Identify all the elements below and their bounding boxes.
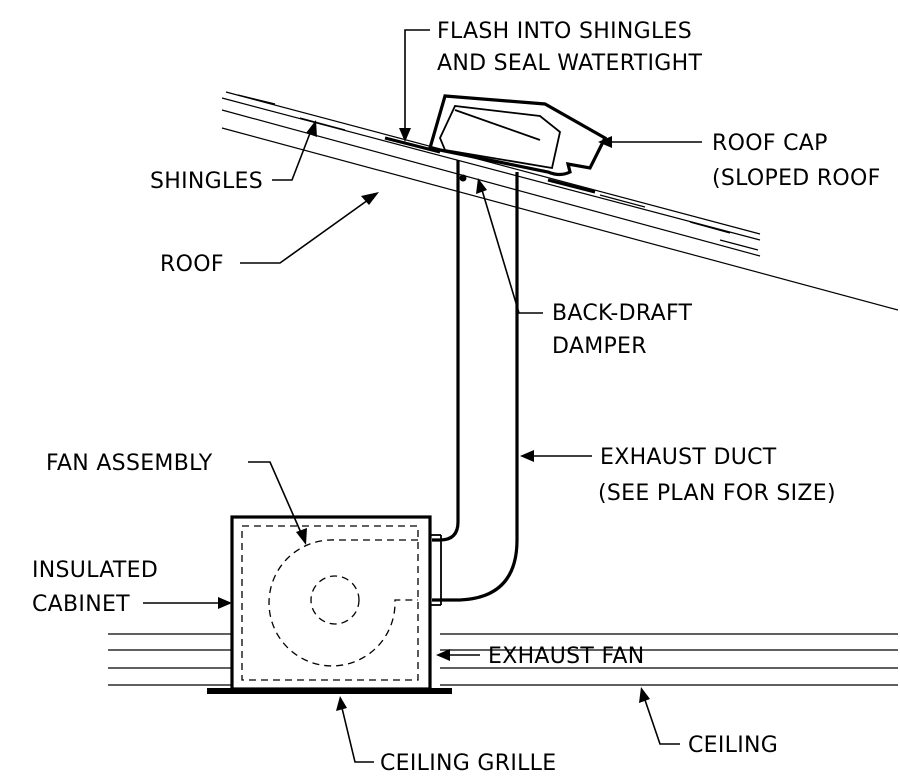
label-flash-line1: FLASH INTO SHINGLES bbox=[437, 19, 692, 44]
label-roof: ROOF bbox=[160, 252, 224, 277]
label-insulated-line1: INSULATED bbox=[32, 558, 158, 583]
exhaust-duct bbox=[432, 160, 519, 602]
ceiling-lines bbox=[108, 633, 898, 686]
roof-cap bbox=[384, 94, 608, 194]
labels: FLASH INTO SHINGLES AND SEAL WATERTIGHT … bbox=[32, 19, 881, 776]
label-roof-cap-line1: ROOF CAP bbox=[712, 131, 828, 156]
label-exhaust-fan: EXHAUST FAN bbox=[488, 644, 645, 669]
label-flash-line2: AND SEAL WATERTIGHT bbox=[437, 51, 702, 76]
leaders bbox=[143, 29, 702, 763]
shingle-marks bbox=[237, 94, 759, 251]
label-exhaust-duct-line1: EXHAUST DUCT bbox=[600, 445, 777, 470]
fan-assembly bbox=[268, 539, 418, 667]
label-damper-line2: DAMPER bbox=[552, 334, 647, 359]
label-ceiling: CEILING bbox=[688, 733, 778, 758]
label-shingles: SHINGLES bbox=[150, 169, 263, 194]
label-exhaust-duct-line2: (SEE PLAN FOR SIZE) bbox=[598, 481, 836, 506]
label-damper-line1: BACK-DRAFT bbox=[552, 301, 693, 326]
damper-pivot bbox=[459, 174, 467, 182]
label-insulated-line2: CABINET bbox=[32, 592, 130, 617]
label-roof-cap-line2: (SLOPED ROOF bbox=[712, 166, 881, 191]
label-ceiling-grille: CEILING GRILLE bbox=[380, 751, 556, 776]
insulated-cabinet bbox=[207, 515, 452, 694]
label-fan-assembly: FAN ASSEMBLY bbox=[46, 451, 213, 476]
